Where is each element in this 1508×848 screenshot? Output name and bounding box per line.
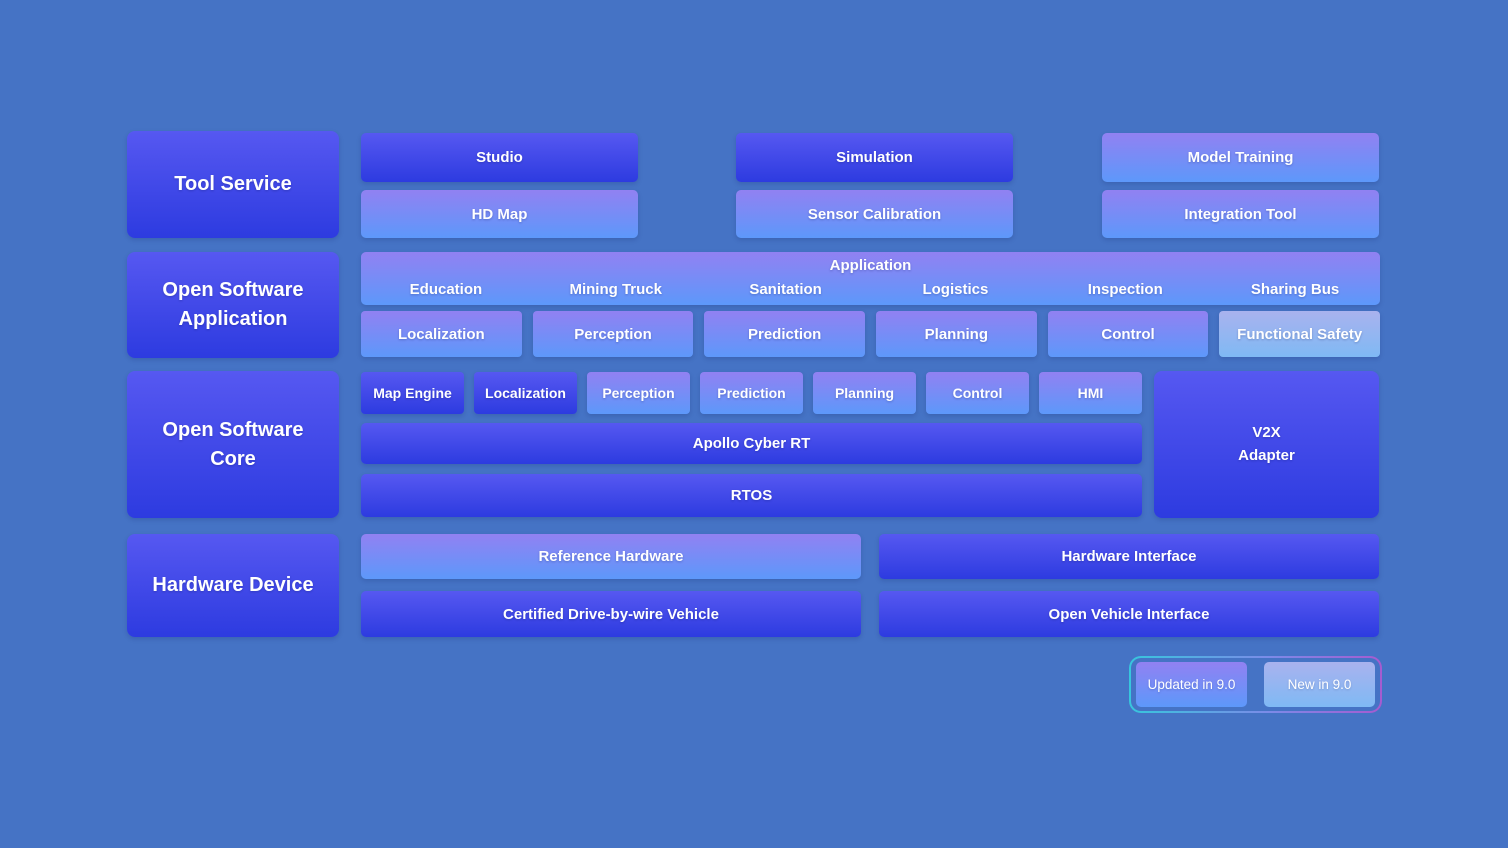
box-simulation: Simulation	[736, 133, 1013, 182]
domain-logistics: Logistics	[922, 281, 989, 298]
chip-app-control: Control	[1047, 311, 1209, 357]
box-rtos: RTOS	[361, 474, 1142, 517]
box-apollo-cyber-rt: Apollo Cyber RT	[361, 423, 1142, 464]
box-hardware-interface: Hardware Interface	[879, 534, 1379, 579]
application-domains: Education Mining Truck Sanitation Logist…	[361, 281, 1380, 298]
box-studio: Studio	[361, 133, 638, 182]
chip-app-localization: Localization	[361, 311, 522, 357]
layer-open-software-application: Open Software Application	[127, 252, 339, 358]
chip-core-perception: Perception	[587, 372, 690, 414]
chip-core-hmi: HMI	[1039, 372, 1142, 414]
chip-core-map-engine: Map Engine	[361, 372, 464, 414]
box-sensor-calibration: Sensor Calibration	[736, 190, 1013, 238]
layer-tool-service: Tool Service	[127, 131, 339, 238]
chip-core-planning: Planning	[813, 372, 916, 414]
v2x-line1: V2X	[1252, 424, 1281, 441]
core-modules-row: Map Engine Localization Perception Predi…	[361, 372, 1142, 414]
chip-core-control: Control	[926, 372, 1029, 414]
box-reference-hardware: Reference Hardware	[361, 534, 861, 579]
chip-app-functional-safety: Functional Safety	[1219, 311, 1381, 357]
box-model-training: Model Training	[1102, 133, 1379, 182]
chip-app-prediction: Prediction	[704, 311, 866, 357]
application-modules-row: Localization Perception Prediction Plann…	[361, 311, 1381, 357]
box-hd-map: HD Map	[361, 190, 638, 238]
domain-sharing-bus: Sharing Bus	[1250, 281, 1340, 298]
legend-chip-updated: Updated in 9.0	[1136, 662, 1247, 707]
box-open-vehicle-interface: Open Vehicle Interface	[879, 591, 1379, 637]
application-title: Application	[829, 257, 912, 274]
legend: Updated in 9.0 New in 9.0	[1129, 656, 1382, 713]
box-certified-vehicle: Certified Drive-by-wire Vehicle	[361, 591, 861, 637]
layer-open-software-core: Open Software Core	[127, 371, 339, 518]
chip-app-planning: Planning	[876, 311, 1037, 357]
box-application: Application Education Mining Truck Sanit…	[361, 252, 1380, 305]
domain-mining-truck: Mining Truck	[569, 281, 662, 298]
box-integration-tool: Integration Tool	[1102, 190, 1379, 238]
chip-core-localization: Localization	[474, 372, 577, 414]
v2x-line2: Adapter	[1238, 446, 1295, 464]
domain-sanitation: Sanitation	[749, 281, 822, 298]
chip-app-perception: Perception	[532, 311, 694, 357]
legend-chip-new: New in 9.0	[1264, 662, 1375, 707]
layer-hardware-device: Hardware Device	[127, 534, 339, 637]
domain-inspection: Inspection	[1087, 281, 1163, 298]
box-v2x-adapter: V2X Adapter	[1154, 371, 1379, 518]
chip-core-prediction: Prediction	[700, 372, 803, 414]
domain-education: Education	[409, 281, 483, 298]
